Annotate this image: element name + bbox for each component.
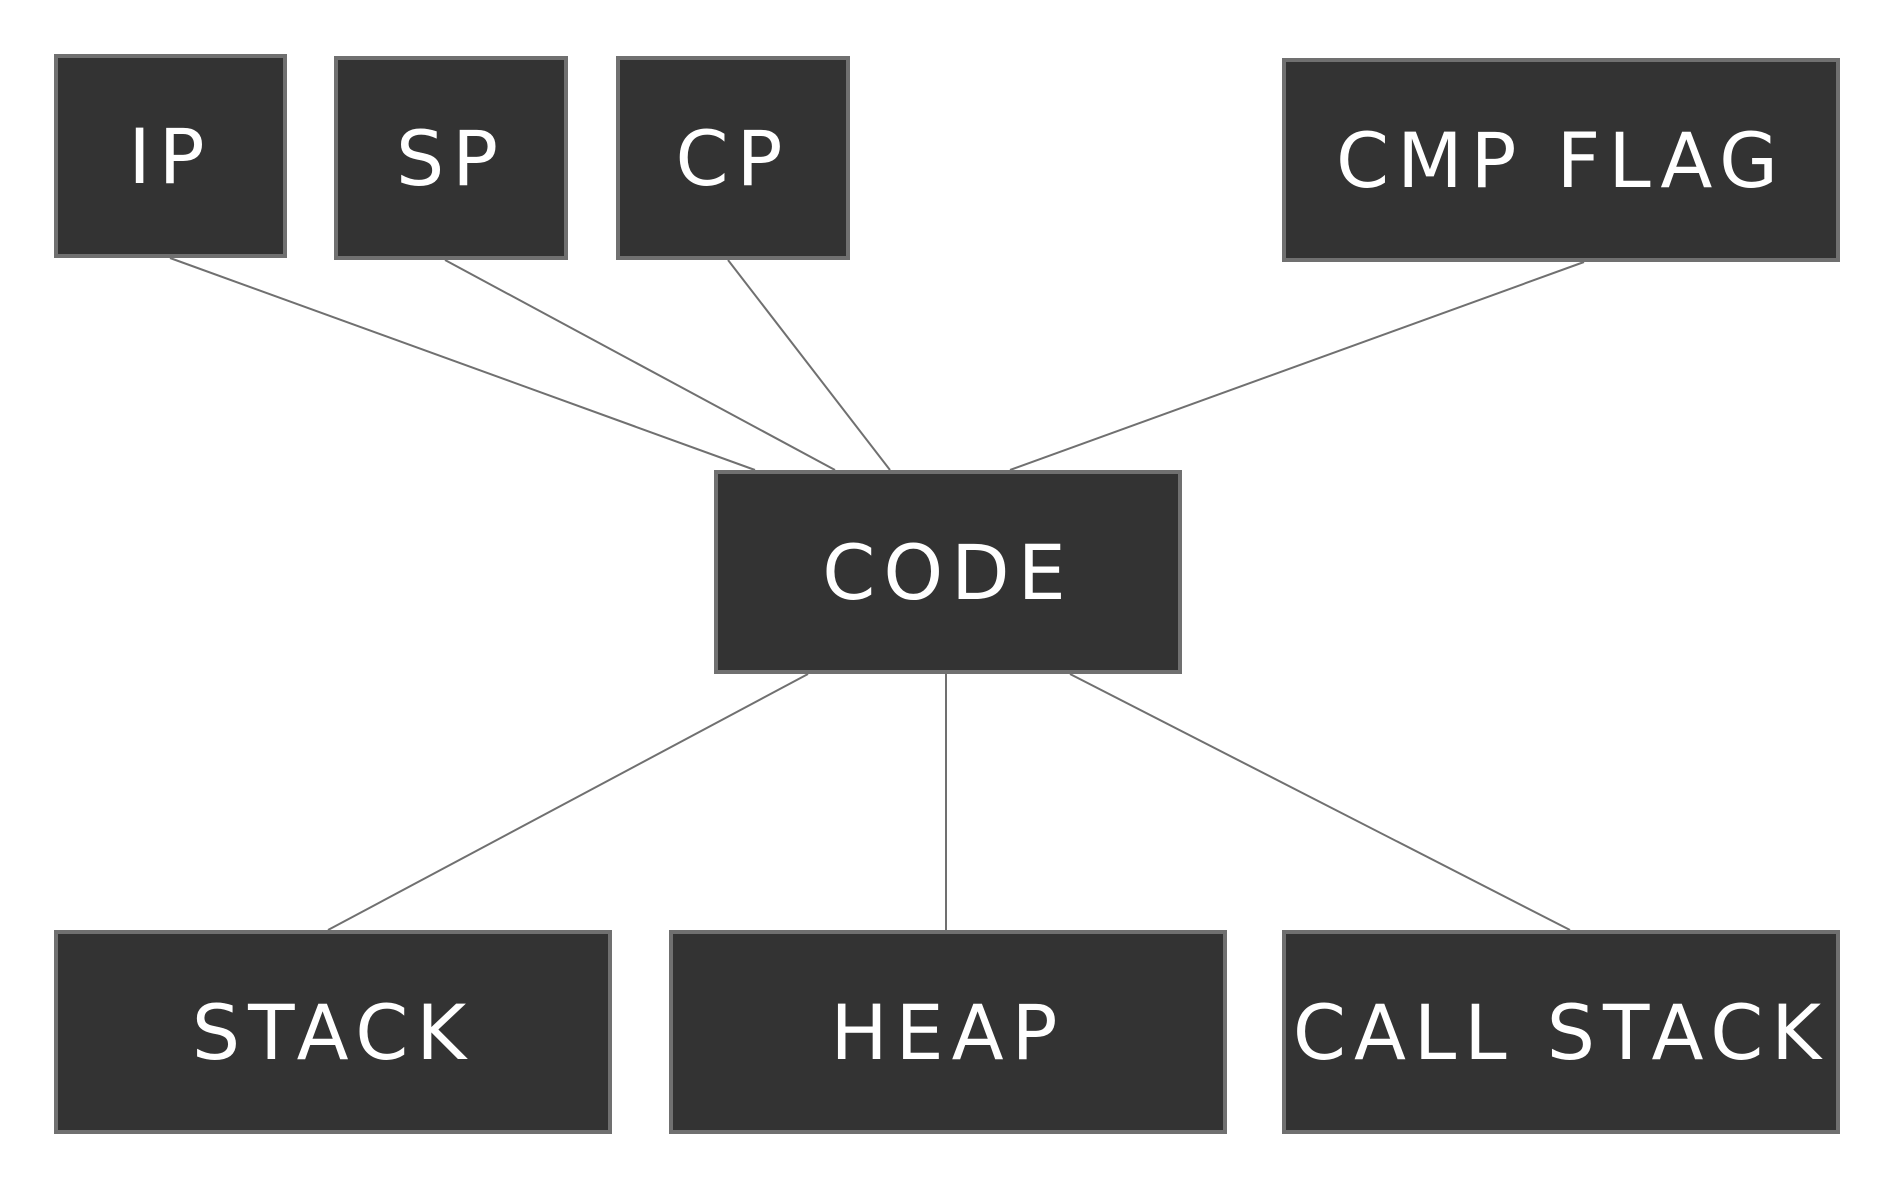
edge-code-stack <box>327 673 809 931</box>
node-cmp-flag: CMP FLAG <box>1282 58 1840 262</box>
node-sp: SP <box>334 56 568 260</box>
node-ip-label: IP <box>128 111 213 201</box>
edge-code-callstack <box>1069 673 1571 931</box>
node-sp-label: SP <box>395 113 507 203</box>
node-cp: CP <box>616 56 850 260</box>
node-heap-label: HEAP <box>830 987 1066 1077</box>
edge-sp-code <box>444 259 836 471</box>
node-code: CODE <box>714 470 1182 674</box>
node-code-label: CODE <box>822 527 1074 617</box>
node-heap: HEAP <box>669 930 1227 1134</box>
edge-ip-code <box>169 257 756 471</box>
node-ip: IP <box>54 54 287 258</box>
node-cp-label: CP <box>675 113 791 203</box>
edge-cp-code <box>727 259 891 471</box>
node-call-stack-label: CALL STACK <box>1292 987 1830 1077</box>
edge-cmpflag-code <box>1009 261 1585 471</box>
node-stack-label: STACK <box>191 987 475 1077</box>
node-cmp-flag-label: CMP FLAG <box>1336 115 1786 205</box>
node-stack: STACK <box>54 930 612 1134</box>
node-call-stack: CALL STACK <box>1282 930 1840 1134</box>
